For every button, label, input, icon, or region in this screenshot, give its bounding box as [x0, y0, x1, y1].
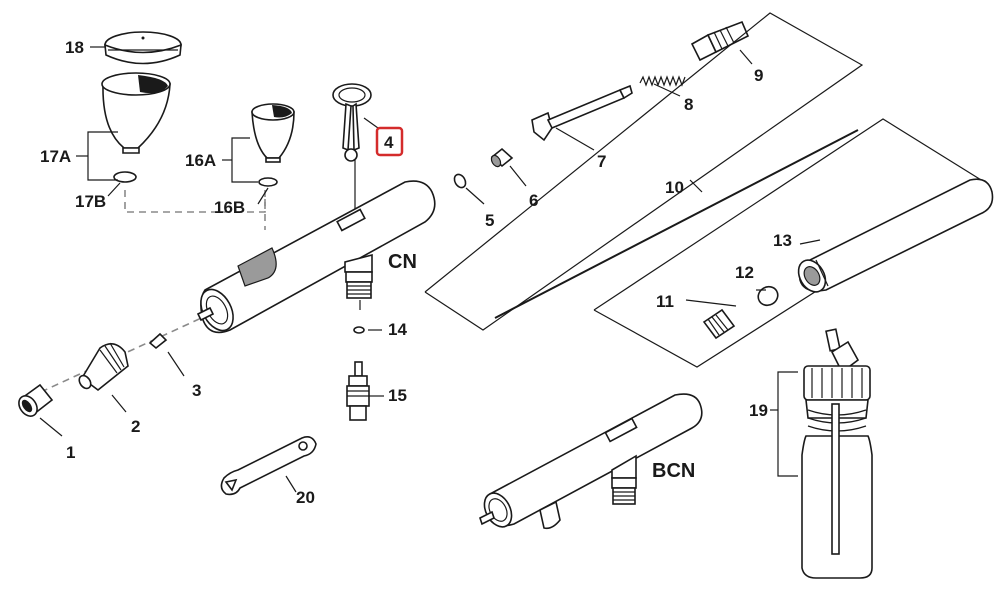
part-17a-large-cup [101, 72, 171, 154]
part-10-needle [424, 12, 864, 331]
part-14-o-ring [353, 326, 365, 334]
part-13-handle [797, 178, 994, 293]
label-part-5: 5 [485, 211, 494, 230]
part-4-trigger [332, 83, 372, 162]
label-part-14: 14 [388, 320, 407, 339]
label-part-16a: 16A [185, 151, 216, 170]
label-part-2: 2 [131, 417, 140, 436]
label-part-7: 7 [597, 152, 606, 171]
part-16a-small-cup [251, 103, 295, 163]
label-part-6: 6 [529, 191, 538, 210]
label-part-13: 13 [773, 231, 792, 250]
label-part-16b: 16B [214, 198, 245, 217]
label-part-19: 19 [749, 401, 768, 420]
part-2-nozzle [78, 342, 129, 392]
part-15-air-valve [346, 361, 370, 421]
airbrush-body-bcn [479, 393, 703, 530]
label-part-4: 4 [384, 133, 394, 152]
highlight-box-part-4 [375, 126, 404, 157]
airbrush-body-cn [196, 180, 436, 334]
label-part-15: 15 [388, 386, 407, 405]
label-part-11: 11 [656, 292, 674, 311]
part-19-bottle [770, 328, 873, 579]
part-9-spring-guide [690, 20, 750, 62]
label-part-18: 18 [65, 38, 84, 57]
part-3-nozzle-tip [148, 332, 168, 350]
part-17b-o-ring [113, 171, 137, 183]
label-model-cn: CN [388, 251, 417, 273]
part-5-o-ring [453, 173, 467, 189]
label-part-3: 3 [192, 381, 201, 400]
part-8-spring [639, 75, 686, 87]
label-part-20: 20 [296, 488, 315, 507]
part-1-nozzle-cap [18, 383, 54, 417]
part-labels: 1 2 3 4 5 6 7 8 9 10 11 12 13 14 15 16A … [40, 38, 792, 507]
label-part-8: 8 [684, 95, 693, 114]
label-part-12: 12 [735, 263, 754, 282]
label-part-9: 9 [754, 66, 763, 85]
part-16b-o-ring [258, 177, 278, 187]
label-model-bcn: BCN [652, 460, 695, 482]
part-18-cup-lid [104, 31, 182, 65]
label-part-1: 1 [66, 443, 75, 462]
part-20-wrench [220, 436, 317, 496]
label-part-17a: 17A [40, 147, 71, 166]
part-7-needle-guide [531, 84, 633, 142]
part-6-packing-nut [490, 147, 514, 168]
label-part-10: 10 [665, 178, 684, 197]
leader-lines [39, 46, 821, 493]
label-part-17b: 17B [75, 192, 106, 211]
part-12-o-ring [757, 285, 779, 307]
